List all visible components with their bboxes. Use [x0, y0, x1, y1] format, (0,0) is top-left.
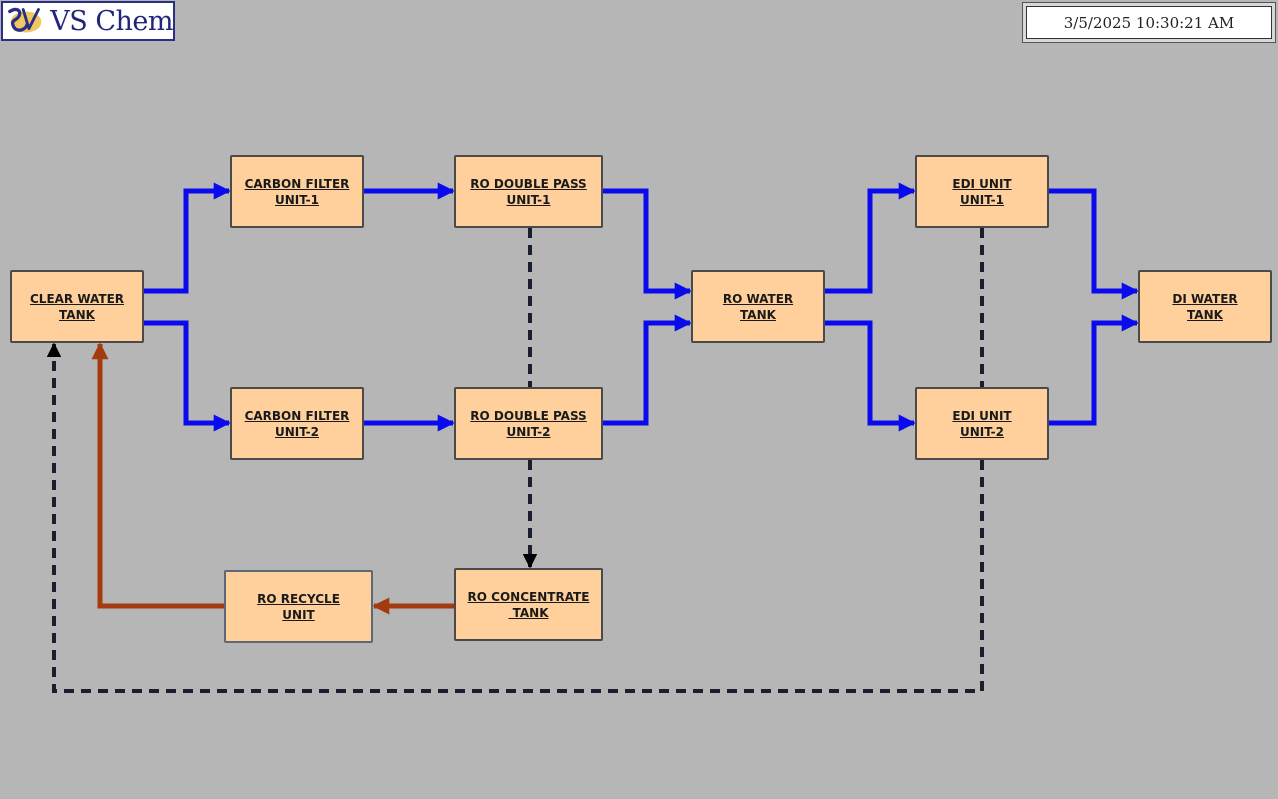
flow-clear-to-cf2 — [144, 320, 231, 432]
flow-rowater-to-edi2 — [825, 320, 916, 432]
datetime-value: 3/5/2025 10:30:21 AM — [1026, 6, 1272, 39]
ro-concentrate-tank-label: RO CONCENTRATE TANK — [467, 589, 590, 620]
drain-edi-to-clear — [46, 342, 984, 693]
flow-edi2-to-di — [1049, 314, 1139, 426]
datetime-display: 3/5/2025 10:30:21 AM — [1022, 2, 1276, 43]
vs-chem-logo-icon — [8, 7, 42, 33]
flow-ro2-to-rowater — [603, 314, 692, 426]
ro-concentrate-tank[interactable]: RO CONCENTRATE TANK — [454, 568, 603, 641]
flow-rowater-to-edi1 — [825, 182, 916, 294]
vs-chem-logo: VS Chem — [1, 1, 175, 41]
flow-edi1-to-di — [1049, 188, 1139, 300]
flow-ro1-to-rowater — [603, 188, 692, 300]
brand-name: VS Chem — [50, 5, 173, 37]
flow-clear-to-cf1 — [144, 182, 231, 294]
flow-recycle-to-clear — [91, 342, 224, 609]
